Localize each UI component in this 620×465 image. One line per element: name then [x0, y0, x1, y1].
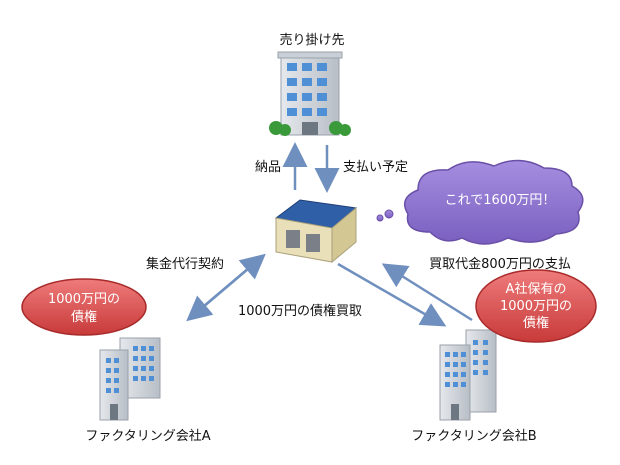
- purchase-payment-label: 買取代金800万円の支払: [429, 256, 571, 272]
- claim-a-line-1: 1000万円の: [48, 292, 120, 307]
- claim-purchase-label: 1000万円の債権買取: [238, 303, 362, 319]
- factoring-a-building-icon: [99, 337, 161, 421]
- thought-text: これで1600万円！: [445, 193, 556, 208]
- claim-b-line-2: 1000万円の: [500, 299, 572, 314]
- claim-b-line-3: 債権: [523, 315, 549, 331]
- warehouse-icon: [274, 199, 358, 264]
- claim-b-line-1: A社保有の: [506, 281, 567, 297]
- claim-a-line-2: 債権: [71, 309, 97, 325]
- customer-label: 売り掛け先: [279, 32, 344, 48]
- collection-arrow-down: [186, 256, 263, 322]
- claim-bubble-b: A社保有の 1000万円の 債権: [475, 269, 597, 343]
- factoring-b-building-icon: [439, 329, 497, 421]
- payment-schedule-label: 支払い予定: [343, 160, 408, 175]
- delivery-label: 納品: [255, 160, 281, 175]
- factoring-a-label: ファクタリング会社A: [85, 428, 210, 444]
- factoring-b-label: ファクタリング会社B: [411, 428, 536, 444]
- collection-contract-label: 集金代行契約: [146, 256, 224, 272]
- thought-cloud: [376, 159, 584, 245]
- claim-purchase-arrow: [337, 262, 447, 327]
- customer-building-icon: [269, 51, 351, 136]
- claim-bubble-a: 1000万円の 債権: [21, 278, 147, 336]
- purchase-payment-arrow: [381, 263, 473, 322]
